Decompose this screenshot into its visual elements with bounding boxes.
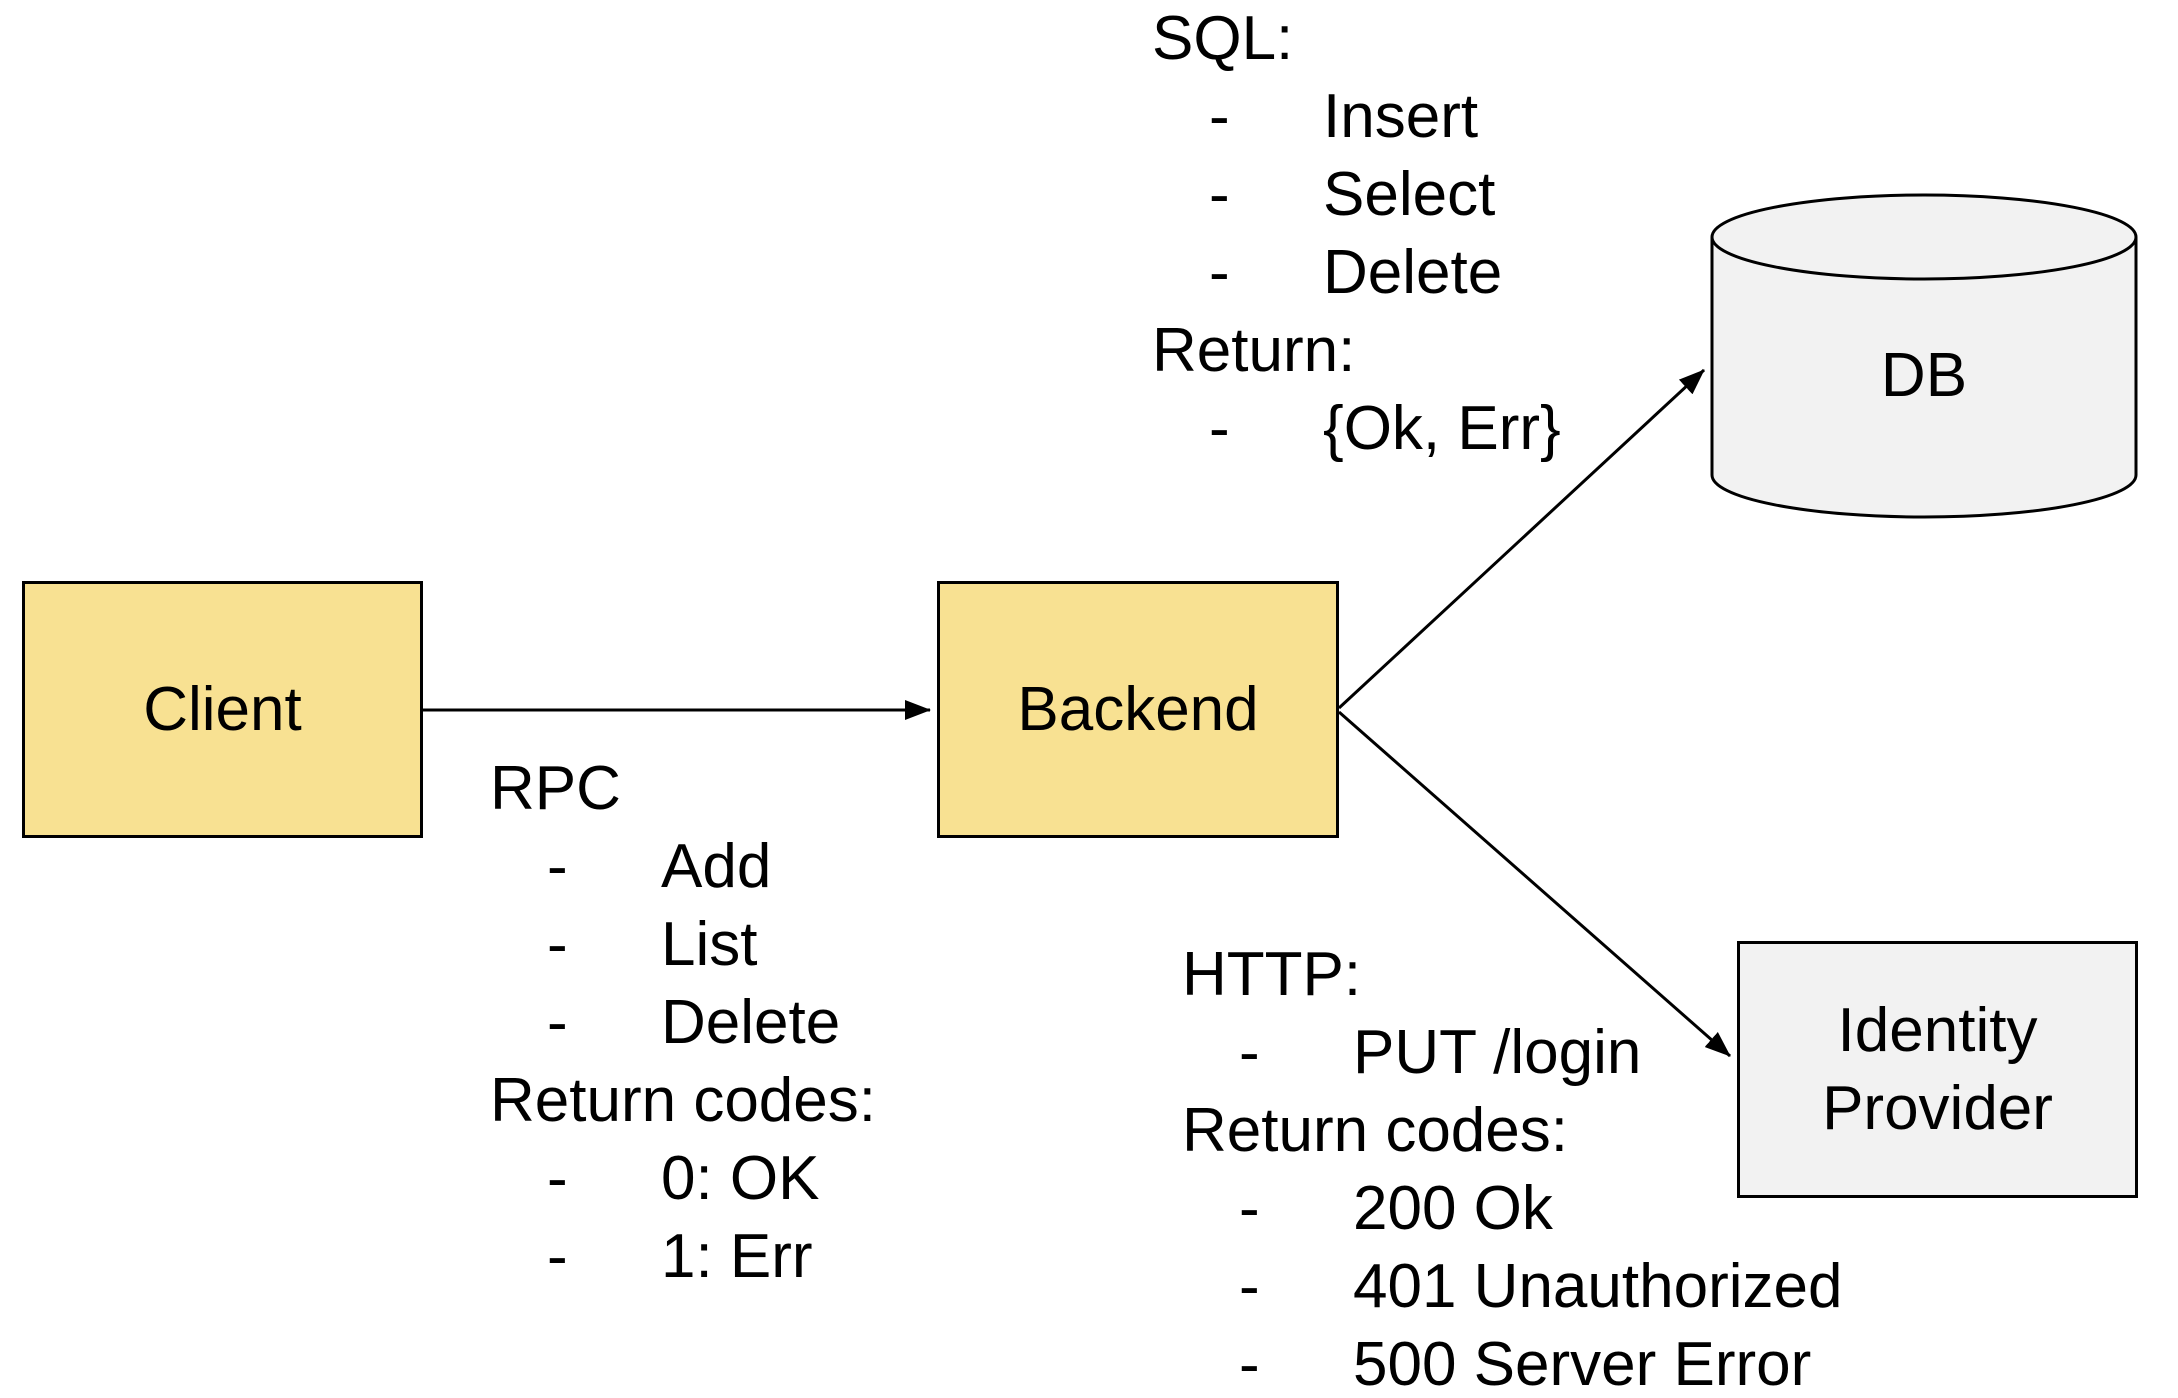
node-db-label: DB	[1880, 341, 1968, 410]
bullet-dash: -	[547, 988, 568, 1057]
rpc-item: - Delete	[490, 984, 876, 1062]
node-backend: Backend	[937, 581, 1339, 838]
sql-return-heading: Return:	[1152, 316, 1356, 385]
rpc-heading: RPC	[490, 754, 621, 823]
edge-label-rpc: RPC - Add - List - Delete Return codes: …	[490, 750, 876, 1296]
node-backend-label: Backend	[1017, 674, 1259, 744]
sql-item: - Select	[1152, 156, 1561, 234]
http-return-item: - 200 Ok	[1182, 1170, 1842, 1248]
sql-item: - Delete	[1152, 234, 1561, 312]
bullet-dash: -	[547, 1222, 568, 1291]
node-identity-provider: Identity Provider	[1737, 941, 2138, 1198]
bullet-dash: -	[1239, 1330, 1260, 1398]
node-client: Client	[22, 581, 423, 838]
edge-backend-db	[1337, 368, 1706, 710]
http-return-heading: Return codes:	[1182, 1096, 1568, 1165]
bullet-dash: -	[1239, 1252, 1260, 1321]
db-cylinder	[1710, 193, 2138, 519]
bullet-dash: -	[1239, 1174, 1260, 1243]
http-item: - PUT /login	[1182, 1014, 1842, 1092]
bullet-dash: -	[1239, 1018, 1260, 1087]
bullet-dash: -	[1209, 394, 1230, 463]
sql-heading: SQL:	[1152, 4, 1294, 73]
bullet-dash: -	[547, 832, 568, 901]
node-client-label: Client	[143, 674, 302, 744]
bullet-dash: -	[547, 1144, 568, 1213]
edge-label-http: HTTP: - PUT /login Return codes: - 200 O…	[1182, 936, 1842, 1398]
rpc-return-item: - 1: Err	[490, 1218, 876, 1296]
bullet-dash: -	[1209, 238, 1230, 307]
bullet-dash: -	[547, 910, 568, 979]
edge-label-sql: SQL: - Insert - Select - Delete Return: …	[1152, 0, 1561, 468]
sql-return-item: - {Ok, Err}	[1152, 390, 1561, 468]
edge-backend-identity-provider	[1338, 710, 1731, 1058]
rpc-return-item: - 0: OK	[490, 1140, 876, 1218]
node-identity-provider-label: Identity Provider	[1822, 995, 2053, 1143]
rpc-item: - Add	[490, 828, 876, 906]
sql-item: - Insert	[1152, 78, 1561, 156]
bullet-dash: -	[1209, 82, 1230, 151]
rpc-item: - List	[490, 906, 876, 984]
http-return-item: - 401 Unauthorized	[1182, 1248, 1842, 1326]
http-return-item: - 500 Server Error	[1182, 1326, 1842, 1398]
http-heading: HTTP:	[1182, 940, 1362, 1009]
rpc-return-heading: Return codes:	[490, 1066, 876, 1135]
bullet-dash: -	[1209, 160, 1230, 229]
